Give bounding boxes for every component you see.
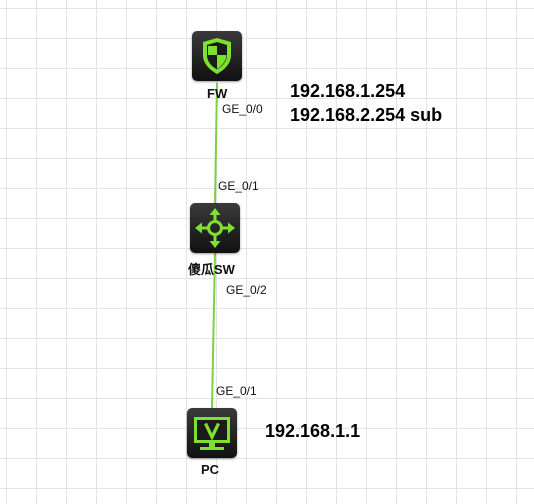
- firewall-label: FW: [207, 86, 228, 101]
- link-fw-sw[interactable]: [214, 82, 218, 204]
- switch-device[interactable]: [190, 203, 240, 253]
- firewall-device[interactable]: [192, 31, 242, 81]
- port-label-pc-ge01: GE_0/1: [216, 384, 257, 398]
- switch-label: 傻瓜SW: [188, 262, 235, 277]
- fw-ip-sub: 192.168.2.254 sub: [290, 105, 443, 125]
- pc-label: PC: [201, 462, 220, 477]
- pc-monitor-icon: [194, 417, 230, 450]
- fw-ip-primary: 192.168.1.254: [290, 81, 406, 101]
- pc-ip: 192.168.1.1: [265, 421, 361, 441]
- link-sw-pc[interactable]: [211, 252, 216, 409]
- switch-arrows-icon: [195, 208, 235, 248]
- port-label-sw-ge02: GE_0/2: [226, 283, 267, 297]
- port-label-sw-ge01: GE_0/1: [218, 179, 259, 193]
- firewall-shield-icon: [203, 38, 231, 74]
- pc-device[interactable]: [187, 408, 237, 458]
- port-label-fw-ge00: GE_0/0: [222, 102, 263, 116]
